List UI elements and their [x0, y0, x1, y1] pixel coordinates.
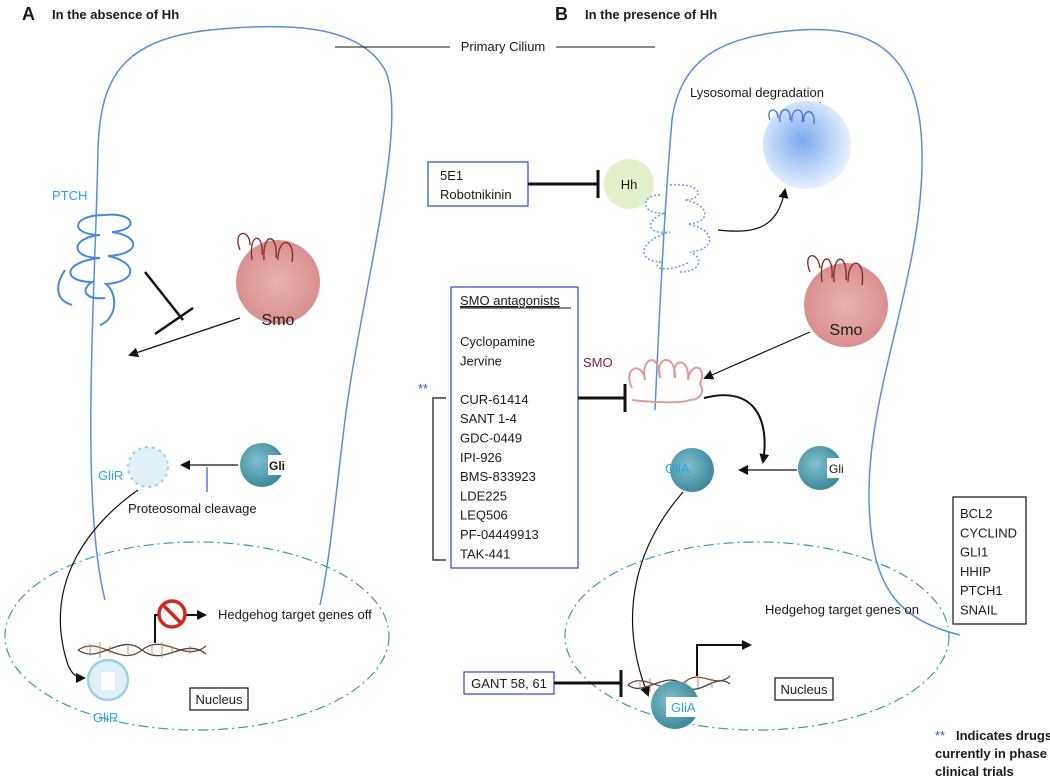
smo-antagonist-item: Cyclopamine [460, 334, 535, 349]
smo-helices-b [807, 255, 864, 286]
inhibition-bar-a [154, 306, 194, 336]
smo-antagonist-item: LEQ506 [460, 508, 508, 523]
glia-circle [670, 448, 714, 492]
footnote-line-2: currently in phase I/II [935, 746, 1050, 761]
lysosome-circle [763, 101, 851, 189]
smo-receptor [628, 359, 703, 404]
clinical-bracket [432, 397, 446, 561]
nucleus-label-box-b [774, 677, 834, 701]
nucleus-label-box-a [189, 687, 249, 711]
smo-helices-a [237, 232, 294, 263]
ptch-receptor [57, 213, 135, 326]
footnote-line-1: Indicates drugs [956, 728, 1050, 743]
target-genes-on-label: Hedgehog target genes on [765, 602, 919, 617]
target-gene-item: HHIP [960, 564, 991, 579]
smo-antagonist-item: LDE225 [460, 488, 507, 503]
smo-antagonists-box [450, 286, 579, 569]
target-genes-off-label: Hedgehog target genes off [218, 607, 372, 622]
target-gene-item: PTCH1 [960, 583, 1003, 598]
panel-a-letter: A [22, 4, 35, 24]
gli-circle-b [798, 446, 842, 490]
nucleus-label-b: Nucleus [781, 682, 828, 697]
hh-inhibitor-2: Robotnikinin [440, 187, 512, 202]
smo-circle-b [804, 263, 888, 347]
gli-label-bg-b [827, 458, 847, 478]
ptch-to-lysosome-arrow [717, 188, 789, 232]
target-gene-item: BCL2 [960, 506, 993, 521]
ptch-inhibits-smo-line [144, 271, 184, 321]
primary-cilium-label: Primary Cilium [461, 39, 546, 54]
smo-antagonists-title: SMO antagonists [460, 293, 560, 308]
nucleus-a [4, 541, 390, 731]
smo-arrow-b [703, 331, 811, 380]
nucleus-b [564, 541, 950, 731]
hh-inhibitor-1: 5E1 [440, 168, 463, 183]
no-entry-icon [157, 599, 187, 629]
clinical-marker: ** [418, 381, 428, 396]
target-gene-item: CYCLIND [960, 525, 1017, 540]
smo-circle-a [236, 240, 320, 324]
smo-antagonist-item: BMS-833923 [460, 469, 536, 484]
ptch-receptor-b [643, 183, 711, 273]
glia-label: GliA [665, 461, 690, 476]
glir-nucleus-label: GliR [93, 710, 118, 725]
panel-a-title: In the absence of Hh [52, 7, 179, 22]
smo-arrow-a [128, 317, 241, 358]
footnote-line-3: clinical trials [935, 764, 1014, 779]
cell-membrane-a [90, 25, 393, 606]
glia-nucleus-label-bg [666, 697, 700, 717]
glir-to-nucleus-arrow [59, 489, 139, 683]
lysosome-helices [768, 109, 815, 125]
transcription-arrow-a [154, 610, 207, 643]
target-gene-item: GLI1 [960, 545, 988, 560]
smo-antagonist-item: IPI-926 [460, 450, 502, 465]
smo-antagonist-item: Jervine [460, 353, 502, 368]
smo-antagonist-item: SANT 1-4 [460, 411, 517, 426]
smo-label-b: Smo [830, 322, 863, 339]
footnote-marker: ** [935, 728, 945, 743]
nucleus-label-a: Nucleus [196, 692, 243, 707]
glia-to-nucleus-arrow [632, 491, 684, 697]
smo-receptor-label: SMO [583, 355, 613, 370]
smo-antagonist-item: CUR-61414 [460, 392, 529, 407]
hh-inhibitor-box [427, 161, 529, 207]
glir-label: GliR [98, 468, 123, 483]
smo-antagonist-item: GDC-0449 [460, 431, 522, 446]
gli-label-bg-a [268, 455, 288, 475]
glir-circle [127, 446, 169, 488]
smo-label-a: Smo [262, 312, 295, 329]
hh-label: Hh [621, 177, 638, 192]
glir-nucleus-notch [101, 672, 115, 690]
dna-a [77, 642, 207, 658]
hh-circle [604, 159, 654, 209]
transcription-arrow-b [696, 640, 752, 676]
gli-label-a: Gli [269, 459, 285, 473]
panel-b-title: In the presence of Hh [585, 7, 717, 22]
cleavage-label: Proteosomal cleavage [128, 501, 257, 516]
target-genes-box [952, 496, 1027, 625]
smo-antagonist-item: TAK-441 [460, 546, 510, 561]
ptch-label: PTCH [52, 188, 87, 203]
smo-antagonist-item: PF-04449913 [460, 527, 539, 542]
panel-b-letter: B [555, 4, 568, 24]
glia-nucleus-label: GliA [671, 700, 696, 715]
cell-membrane-b [654, 28, 961, 636]
gli-circle-a [240, 443, 284, 487]
gant-label: GANT 58, 61 [471, 676, 547, 691]
smo-to-glia-arrow [703, 394, 770, 464]
lysosome-label: Lysosomal degradation [690, 85, 824, 100]
gli-label-b: Gli [829, 462, 844, 476]
target-gene-item: SNAIL [960, 603, 998, 618]
